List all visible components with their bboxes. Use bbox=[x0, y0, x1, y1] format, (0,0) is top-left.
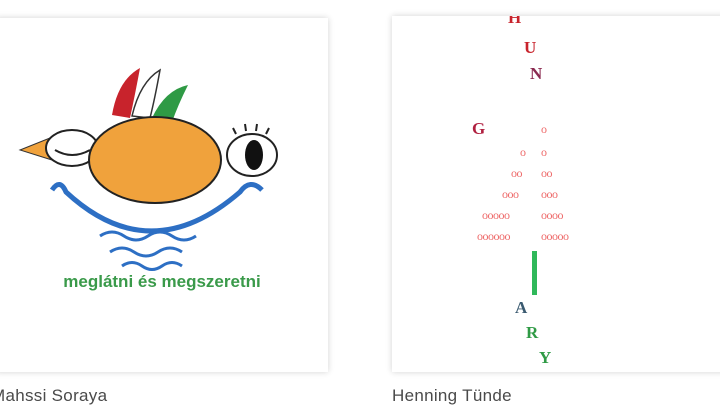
ornament-row: oooooo bbox=[477, 229, 511, 243]
ornament-row: oo bbox=[541, 166, 553, 180]
letter-n: N bbox=[530, 64, 543, 83]
ornament-row: ooooo bbox=[482, 208, 510, 222]
ornament-row: ooooo bbox=[541, 229, 569, 243]
letter-g: G bbox=[472, 119, 486, 138]
artwork-card-1[interactable]: meglátni és megszeretni bbox=[0, 18, 328, 372]
ornament-row: ooo bbox=[502, 187, 519, 201]
artist-name[interactable]: Henning Tünde bbox=[392, 386, 512, 405]
artwork-card-2[interactable]: H U N G o o o oo oo ooo ooo ooooo oooo o… bbox=[392, 16, 720, 372]
letter-r: R bbox=[526, 323, 539, 342]
ornament-row: o bbox=[541, 145, 547, 159]
letter-a: A bbox=[515, 298, 528, 317]
letter-u: U bbox=[524, 38, 537, 57]
ornament-row: o bbox=[520, 145, 526, 159]
tree-trunk bbox=[532, 251, 537, 295]
letter-y: Y bbox=[539, 348, 552, 367]
ornament-row: ooo bbox=[541, 187, 558, 201]
artwork-slogan: meglátni és megszeretni bbox=[63, 272, 261, 291]
ornament-row: oooo bbox=[541, 208, 564, 222]
artist-name[interactable]: Mahssi Soraya bbox=[0, 386, 108, 405]
letter-h: H bbox=[508, 16, 522, 27]
ornament-row: o bbox=[541, 122, 547, 136]
ornament-row: oo bbox=[511, 166, 523, 180]
bird-artwork bbox=[18, 68, 278, 271]
